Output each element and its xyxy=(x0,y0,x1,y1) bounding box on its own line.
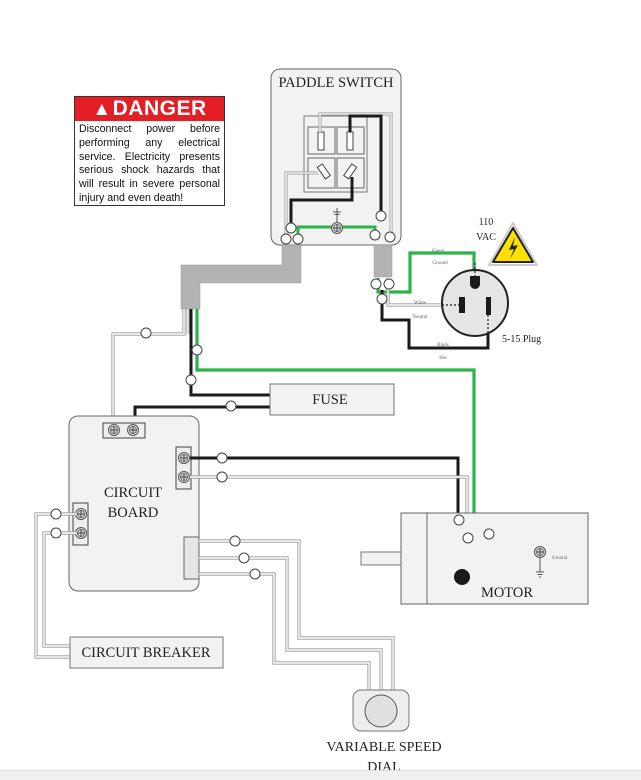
motor-label: MOTOR xyxy=(481,585,533,601)
danger-heading: DANGER xyxy=(112,97,207,120)
nema-5-15-plug xyxy=(441,263,509,337)
paddle-switch-label: PADDLE SWITCH xyxy=(278,75,394,91)
voltage-label-2: VAC xyxy=(476,232,496,243)
hot-wire-fuse xyxy=(189,309,270,397)
danger-header: ▲DANGER xyxy=(75,97,224,121)
circuit-board-label-1: CIRCUIT xyxy=(104,485,162,501)
paddle-switch: PADDLE SWITCH xyxy=(270,68,402,246)
fuse: FUSE xyxy=(269,383,395,416)
variable-speed-dial xyxy=(352,689,410,732)
dial-label-1: VARIABLE SPEED xyxy=(326,740,441,755)
warning-triangle-icon: ▲ xyxy=(92,99,112,120)
high-voltage-icon xyxy=(488,222,538,266)
cable-sheath-right xyxy=(373,244,393,278)
wire-label-green: Green xyxy=(432,249,445,254)
plug-label: 5-15 Plug xyxy=(502,334,541,345)
wire-label-white: White xyxy=(414,301,427,306)
circuit-board-label-2: BOARD xyxy=(108,505,159,521)
circuit-breaker: CIRCUIT BREAKER xyxy=(69,636,224,669)
motor-ground-label: Ground xyxy=(552,556,568,561)
bottom-scroll-bar xyxy=(0,770,641,780)
voltage-label-1: 110 xyxy=(479,217,494,228)
circuit-board: CIRCUIT BOARD xyxy=(68,415,200,592)
motor: MOTOR Ground xyxy=(360,512,589,605)
wire-label-ground: Ground xyxy=(432,261,448,266)
wire-label-black: Black xyxy=(437,343,449,348)
cable-sheath-left xyxy=(180,244,302,310)
neutral-wire-board xyxy=(111,309,186,430)
danger-message: Disconnect power before performing any e… xyxy=(79,123,220,204)
dial-wires xyxy=(199,539,395,700)
danger-sign: ▲DANGER Disconnect power before performi… xyxy=(74,96,225,206)
circuit-breaker-label: CIRCUIT BREAKER xyxy=(81,645,210,661)
fuse-label: FUSE xyxy=(312,392,348,408)
wire-label-neutral: Neutral xyxy=(413,315,429,320)
wire-label-hot: Hot xyxy=(439,356,447,361)
